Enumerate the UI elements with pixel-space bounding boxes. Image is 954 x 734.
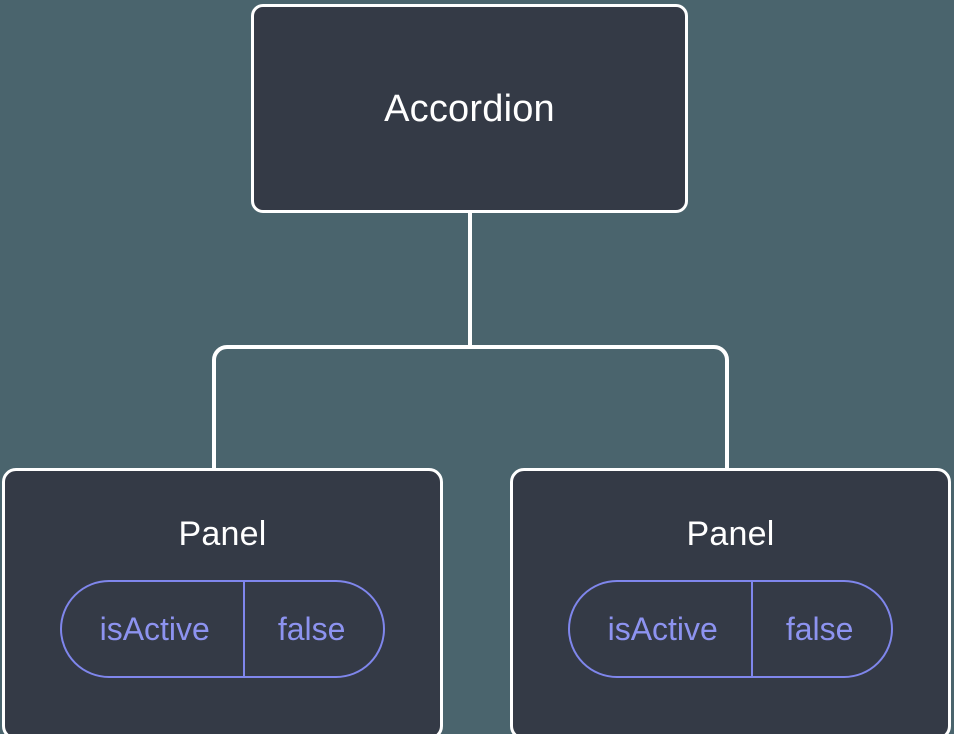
prop-key-label: isActive [570, 582, 753, 676]
prop-value-label: false [277, 611, 346, 647]
node-panel-right[interactable]: Panel isActive false [510, 468, 951, 734]
edge-bus-left [212, 345, 470, 474]
node-panel-left-label: Panel [178, 515, 267, 553]
node-accordion-label: Accordion [384, 87, 555, 130]
prop-badge-isactive-right[interactable]: isActive false [567, 580, 894, 678]
prop-key-label: isActive [62, 582, 245, 676]
prop-value-label: false [785, 611, 854, 647]
node-accordion[interactable]: Accordion [251, 4, 688, 213]
prop-badge-isactive-left[interactable]: isActive false [59, 580, 386, 678]
node-panel-left[interactable]: Panel isActive false [2, 468, 443, 734]
node-panel-right-label: Panel [686, 515, 775, 553]
edge-bus-right [470, 345, 729, 474]
